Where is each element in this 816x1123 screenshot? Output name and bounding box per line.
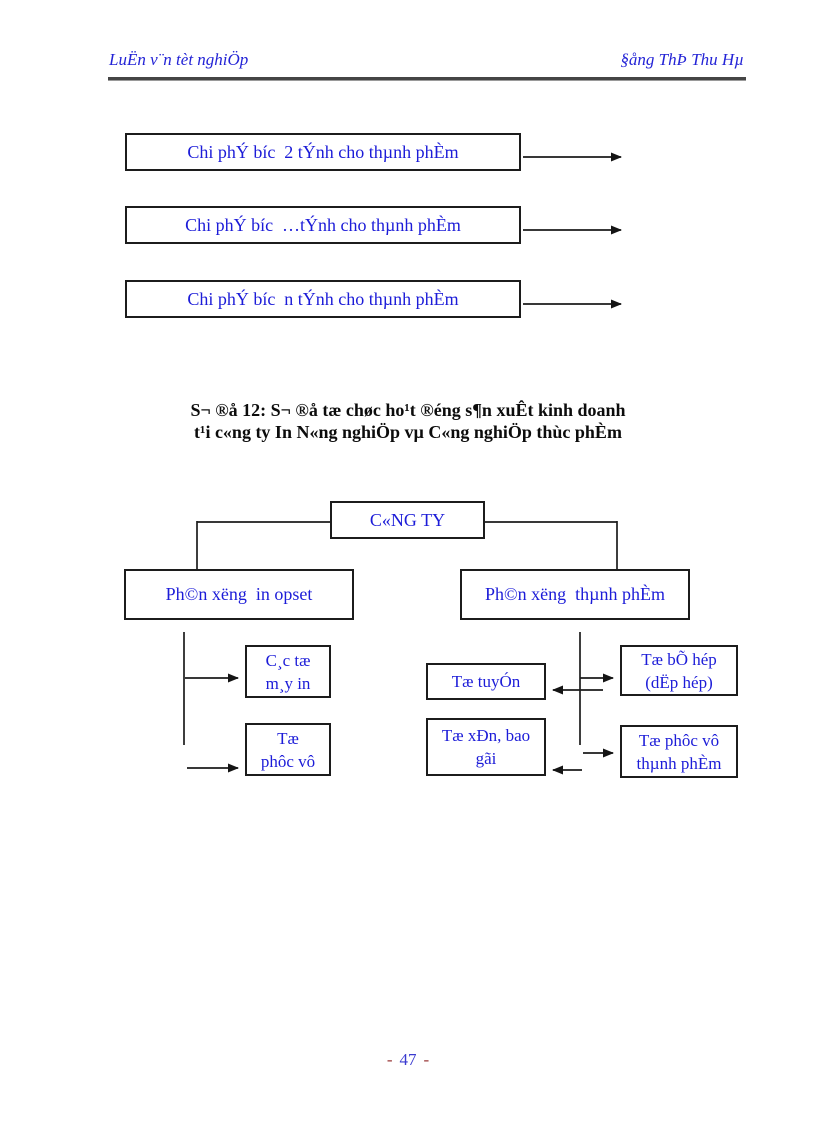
flow-box-step2-label: Chi phÝ bíc 2 tÝnh cho thµnh phÈm <box>187 141 459 162</box>
footer-dash-left: - <box>386 1050 393 1069</box>
org-box-cutting-packing-team-line2: gãi <box>475 749 497 768</box>
org-box-box-forming-team-line2: (dËp hép) <box>645 672 713 692</box>
org-box-printing-machine-teams-line2: m¸y in <box>265 673 311 693</box>
diagram-title: S¬ ®å 12: S¬ ®å tæ chøc ho¹t ®éng s¶n xu… <box>78 399 738 443</box>
org-box-box-forming-team-line1: Tæ bÕ hép <box>641 649 717 669</box>
footer-page-number: -47- <box>0 1050 816 1070</box>
diagram-title-line1: S¬ ®å 12: S¬ ®å tæ chøc ho¹t ®éng s¶n xu… <box>190 400 626 420</box>
diagram-title-line2: t¹i c«ng ty In N«ng nghiÖp vµ C«ng nghiÖ… <box>194 422 622 442</box>
org-box-workshop-offset-printing-label: Ph©n xëng in opset <box>165 584 313 604</box>
header-rule <box>108 77 746 81</box>
org-box-service-team-line1: Tæ <box>277 728 299 748</box>
flow-box-step-n: Chi phÝ bíc n tÝnh cho thµnh phÈm <box>125 280 521 318</box>
org-box-printing-machine-teams-line1: C¸c tæ <box>265 650 311 670</box>
org-box-finished-product-service-team-line2: thµnh phÈm <box>636 753 722 773</box>
org-box-workshop-offset-printing: Ph©n xëng in opset <box>124 569 354 620</box>
org-box-company-label: C«NG TY <box>369 509 446 530</box>
flow-box-step2: Chi phÝ bíc 2 tÝnh cho thµnh phÈm <box>125 133 521 171</box>
org-box-cutting-packing-team: Tæ xÐn, bao gãi <box>426 718 546 776</box>
org-box-finished-product-service-team-line1: Tæ phôc vô <box>638 730 720 750</box>
org-box-printing-machine-teams: C¸c tæ m¸y in <box>245 645 331 698</box>
flow-box-step-ellipsis-label: Chi phÝ bíc …tÝnh cho thµnh phÈm <box>185 214 461 235</box>
header-right-author: §ång ThÞ Thu Hµ <box>620 50 744 69</box>
org-box-service-team: Tæ phôc vô <box>245 723 331 776</box>
flow-box-step-n-label: Chi phÝ bíc n tÝnh cho thµnh phÈm <box>187 288 459 309</box>
org-box-company: C«NG TY <box>330 501 485 539</box>
org-box-finished-product-service-team: Tæ phôc vô thµnh phÈm <box>620 725 738 778</box>
org-box-service-team-line2: phôc vô <box>260 751 316 771</box>
footer-dash-right: - <box>423 1050 430 1069</box>
org-box-selection-team-label: Tæ tuyÓn <box>451 672 521 691</box>
org-box-workshop-finished-products-label: Ph©n xëng thµnh phÈm <box>484 584 666 604</box>
flow-box-step-ellipsis: Chi phÝ bíc …tÝnh cho thµnh phÈm <box>125 206 521 244</box>
org-box-box-forming-team: Tæ bÕ hép (dËp hép) <box>620 645 738 696</box>
footer-number: 47 <box>399 1050 417 1069</box>
org-box-workshop-finished-products: Ph©n xëng thµnh phÈm <box>460 569 690 620</box>
header-left-title: LuËn v¨n tèt nghiÖp <box>109 50 249 69</box>
org-box-selection-team: Tæ tuyÓn <box>426 663 546 700</box>
org-box-cutting-packing-team-line1: Tæ xÐn, bao <box>441 726 531 745</box>
